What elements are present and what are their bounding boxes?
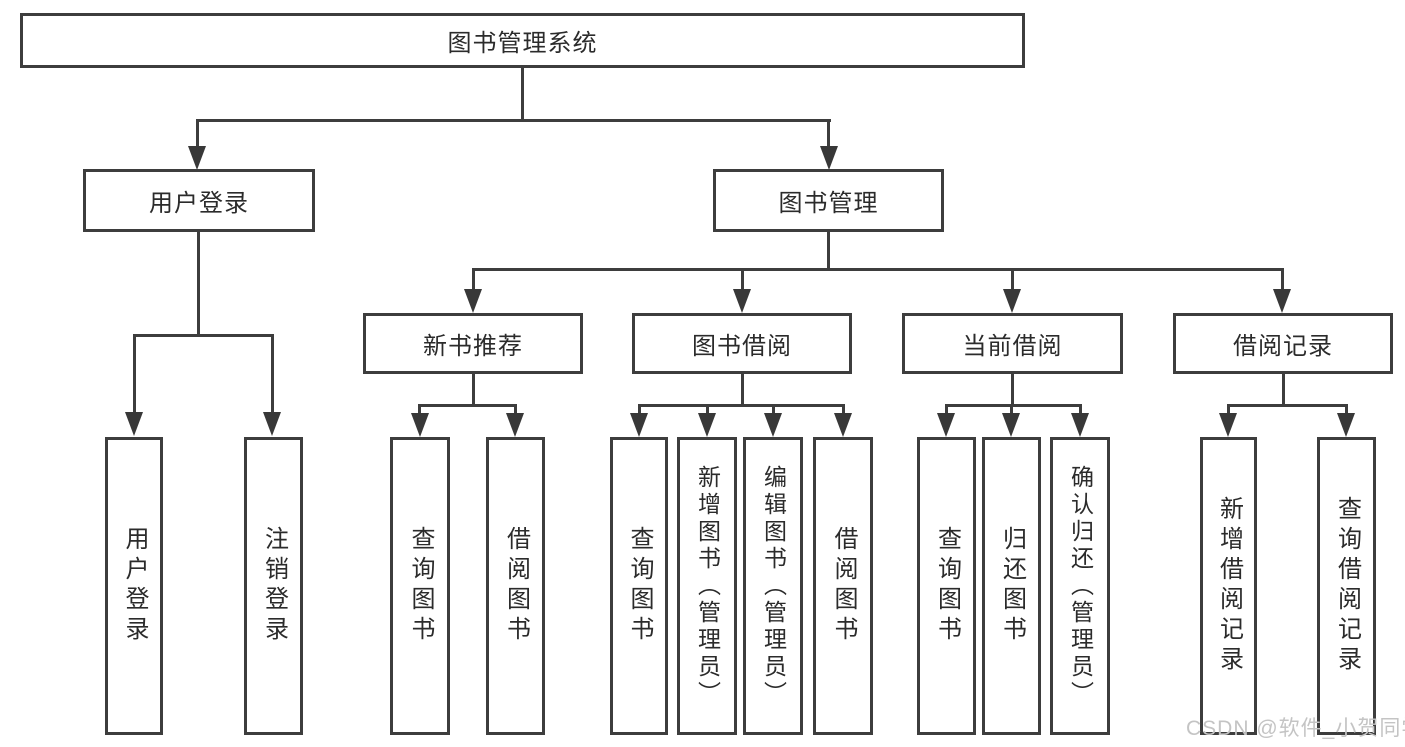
connector-stem <box>827 119 830 149</box>
arrowhead-down <box>1337 413 1355 437</box>
arrowhead-down <box>1219 413 1237 437</box>
arrowhead-down <box>188 146 206 170</box>
arrowhead-down <box>1002 413 1020 437</box>
connector-stem <box>514 404 517 415</box>
node-nbr-query: 查询图书 <box>390 437 450 735</box>
connector-currentborrow-trunk <box>1011 374 1014 407</box>
node-cb-confirm: 确认归还（管理员） <box>1050 437 1110 735</box>
node-br-add-label: 新增借阅记录 <box>1215 496 1243 676</box>
node-bb-add-label: 新增图书（管理员） <box>694 464 721 708</box>
node-cb-query: 查询图书 <box>917 437 976 735</box>
node-br-query: 查询借阅记录 <box>1317 437 1376 735</box>
connector-stem <box>472 268 475 291</box>
connector-newbookrec-trunk <box>472 374 475 407</box>
node-cb-return: 归还图书 <box>982 437 1041 735</box>
connector-stem <box>638 404 641 415</box>
node-root: 图书管理系统 <box>20 13 1025 68</box>
node-borrow-record-label: 借阅记录 <box>1233 333 1333 360</box>
connector-stem <box>1345 404 1348 415</box>
node-user-login: 用户登录 <box>83 169 315 232</box>
connector-currentborrow-hbar <box>945 404 1082 407</box>
node-ul-login: 用户登录 <box>105 437 163 735</box>
connector-newbookrec-hbar <box>418 404 517 407</box>
connector-stem <box>945 404 948 415</box>
node-bb-query: 查询图书 <box>610 437 668 735</box>
connector-stem <box>196 119 199 149</box>
connector-stem <box>418 404 421 415</box>
connector-stem <box>1010 404 1013 415</box>
arrowhead-down <box>263 412 281 436</box>
connector-stem <box>1281 268 1284 291</box>
connector-borrowrecord-trunk <box>1282 374 1285 407</box>
connector-stem <box>1011 268 1014 291</box>
node-cb-return-label: 归还图书 <box>998 526 1026 646</box>
connector-bookmgmt-hbar <box>472 268 1284 271</box>
node-nbr-query-label: 查询图书 <box>407 526 434 646</box>
connector-root-trunk <box>521 68 524 122</box>
node-current-borrow-label: 当前借阅 <box>962 333 1063 360</box>
connector-userlogin-trunk <box>197 232 200 337</box>
arrowhead-down <box>411 413 429 437</box>
node-bb-add: 新增图书（管理员） <box>677 437 737 735</box>
arrowhead-down <box>464 289 482 313</box>
node-nbr-borrow-label: 借阅图书 <box>502 526 530 646</box>
node-user-login-label: 用户登录 <box>149 190 249 217</box>
connector-bookmgmt-trunk <box>827 232 830 271</box>
node-cb-query-label: 查询图书 <box>933 526 961 646</box>
node-book-mgmt: 图书管理 <box>713 169 944 232</box>
arrowhead-down <box>698 413 716 437</box>
node-ul-login-label: 用户登录 <box>121 526 148 646</box>
node-current-borrow: 当前借阅 <box>902 313 1123 374</box>
node-root-label: 图书管理系统 <box>447 30 598 57</box>
node-nbr-borrow: 借阅图书 <box>486 437 545 735</box>
node-book-mgmt-label: 图书管理 <box>778 190 879 217</box>
arrowhead-down <box>1003 289 1021 313</box>
node-ul-logout: 注销登录 <box>244 437 303 735</box>
node-bb-edit-label: 编辑图书（管理员） <box>760 464 787 708</box>
node-bb-borrow: 借阅图书 <box>813 437 873 735</box>
connector-stem <box>741 268 744 291</box>
node-new-book-rec: 新书推荐 <box>363 313 583 374</box>
node-bb-edit: 编辑图书（管理员） <box>743 437 803 735</box>
arrowhead-down <box>125 412 143 436</box>
connector-stem <box>271 334 274 412</box>
csdn-watermark: CSDN @软件_小贺同学 <box>1186 717 1405 740</box>
node-new-book-rec-label: 新书推荐 <box>423 333 523 360</box>
connector-stem <box>133 334 136 412</box>
connector-bookborrow-trunk <box>741 374 744 407</box>
connector-stem <box>706 404 709 415</box>
node-br-add: 新增借阅记录 <box>1200 437 1257 735</box>
connector-userlogin-hbar <box>133 334 274 337</box>
connector-stem <box>772 404 775 415</box>
node-bb-borrow-label: 借阅图书 <box>830 526 857 646</box>
node-book-borrow-label: 图书借阅 <box>692 333 792 360</box>
connector-stem <box>1227 404 1230 415</box>
node-br-query-label: 查询借阅记录 <box>1333 496 1361 676</box>
node-bb-query-label: 查询图书 <box>626 526 653 646</box>
connector-stem <box>1079 404 1082 415</box>
connector-stem <box>842 404 845 415</box>
arrowhead-down <box>764 413 782 437</box>
arrowhead-down <box>937 413 955 437</box>
node-book-borrow: 图书借阅 <box>632 313 852 374</box>
connector-root-hbar <box>196 119 831 122</box>
arrowhead-down <box>1071 413 1089 437</box>
arrowhead-down <box>630 413 648 437</box>
arrowhead-down <box>834 413 852 437</box>
arrowhead-down <box>506 413 524 437</box>
connector-bookborrow-hbar <box>638 404 845 407</box>
arrowhead-down <box>733 289 751 313</box>
connector-borrowrecord-hbar <box>1227 404 1348 407</box>
node-borrow-record: 借阅记录 <box>1173 313 1393 374</box>
node-cb-confirm-label: 确认归还（管理员） <box>1067 464 1094 708</box>
node-ul-logout-label: 注销登录 <box>260 526 288 646</box>
arrowhead-down <box>820 146 838 170</box>
arrowhead-down <box>1273 289 1291 313</box>
